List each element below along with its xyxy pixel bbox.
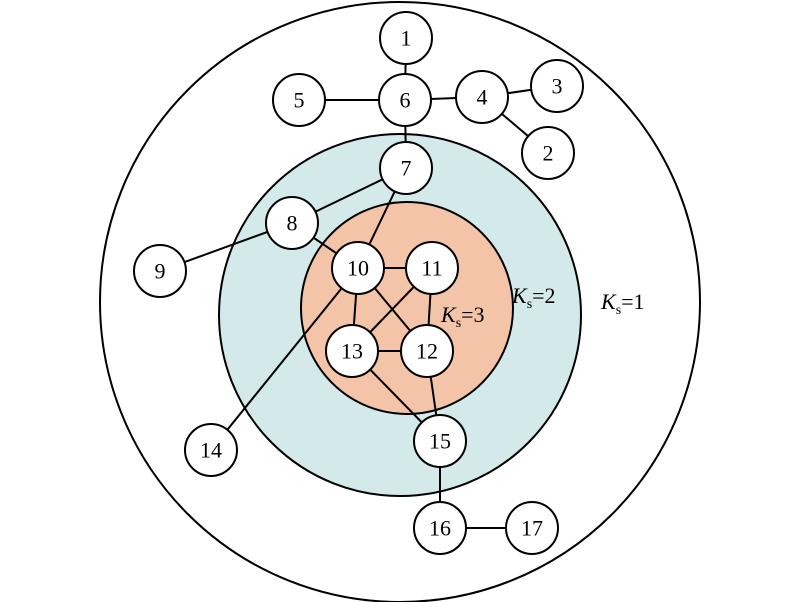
- node-circle: [378, 73, 432, 127]
- node-17: 17: [505, 501, 559, 555]
- node-4: 4: [455, 70, 509, 124]
- node-circle: [530, 59, 584, 113]
- node-circle: [379, 141, 433, 195]
- node-10: 10: [331, 241, 385, 295]
- node-label: 13: [341, 339, 363, 364]
- node-16: 16: [413, 501, 467, 555]
- node-label: 5: [294, 88, 305, 113]
- node-3: 3: [530, 59, 584, 113]
- node-circle: [400, 324, 454, 378]
- node-label: 17: [521, 516, 543, 541]
- node-15: 15: [413, 414, 467, 468]
- node-label: 6: [400, 88, 411, 113]
- node-8: 8: [265, 196, 319, 250]
- node-circle: [413, 501, 467, 555]
- node-label: 3: [552, 74, 563, 99]
- node-label: 4: [477, 85, 488, 110]
- node-circle: [331, 241, 385, 295]
- node-5: 5: [272, 73, 326, 127]
- node-circle: [505, 501, 559, 555]
- node-label: 14: [200, 438, 222, 463]
- edge-10-14: [210, 267, 359, 451]
- node-11: 11: [405, 241, 459, 295]
- node-circle: [133, 244, 187, 298]
- node-13: 13: [325, 324, 379, 378]
- node-circle: [413, 414, 467, 468]
- node-circle: [379, 11, 433, 65]
- shell-k1-label: Ks=1: [600, 289, 645, 318]
- node-label: 2: [543, 141, 554, 166]
- node-circle: [265, 196, 319, 250]
- node-1: 1: [379, 11, 433, 65]
- node-label: 1: [401, 26, 412, 51]
- node-12: 12: [400, 324, 454, 378]
- node-7: 7: [379, 141, 433, 195]
- node-circle: [272, 73, 326, 127]
- node-label: 7: [401, 156, 412, 181]
- node-circle: [521, 126, 575, 180]
- node-label: 16: [429, 516, 451, 541]
- node-9: 9: [133, 244, 187, 298]
- node-label: 8: [287, 211, 298, 236]
- node-circle: [405, 241, 459, 295]
- shell-k2-label: Ks=2: [511, 283, 556, 312]
- node-2: 2: [521, 126, 575, 180]
- node-6: 6: [378, 73, 432, 127]
- node-circle: [455, 70, 509, 124]
- shell-k3-label: Ks=3: [440, 302, 485, 331]
- node-circle: [184, 423, 238, 477]
- node-label: 11: [421, 256, 442, 281]
- node-label: 9: [155, 259, 166, 284]
- node-14: 14: [184, 423, 238, 477]
- node-label: 10: [347, 256, 369, 281]
- node-label: 15: [429, 429, 451, 454]
- node-label: 12: [416, 339, 438, 364]
- node-circle: [325, 324, 379, 378]
